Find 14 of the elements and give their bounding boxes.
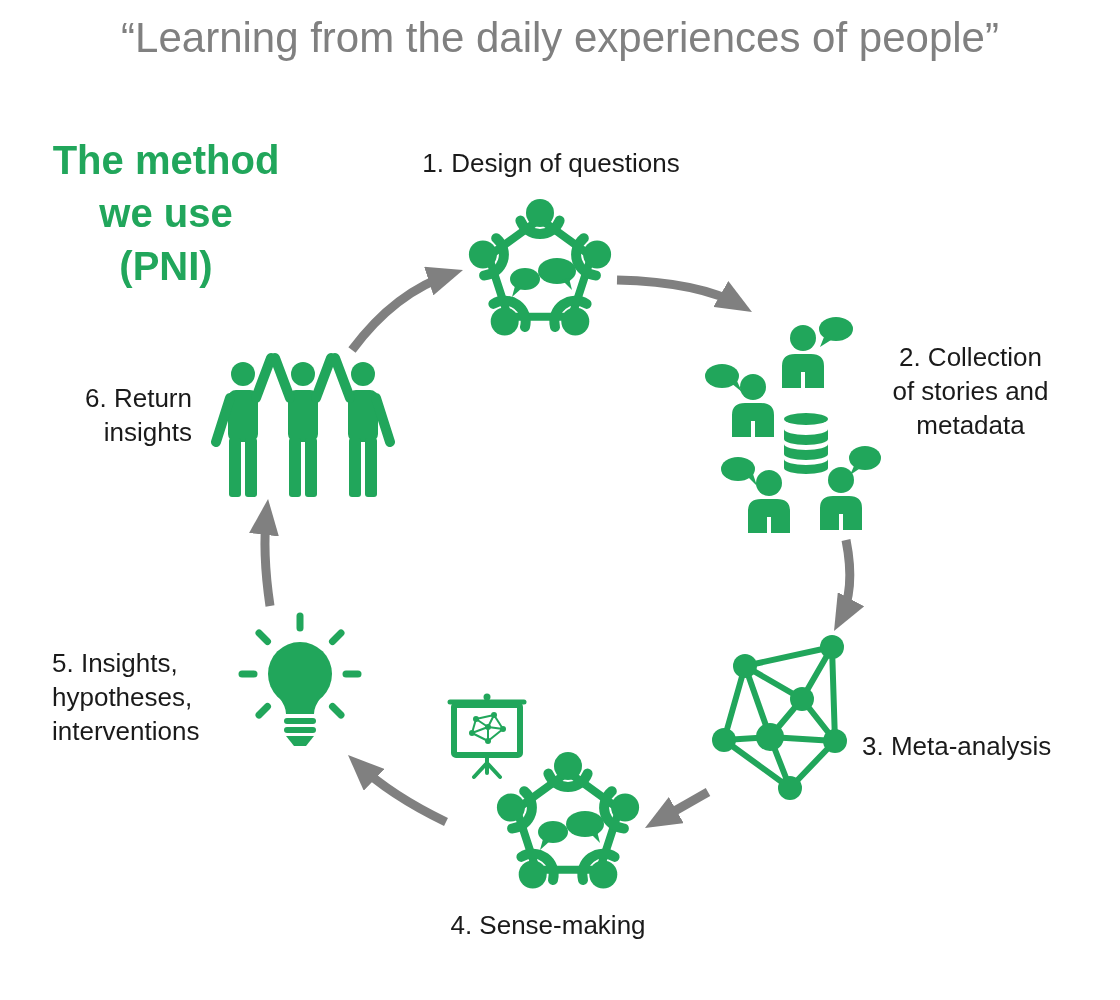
- curved-arrow: [616, 275, 753, 312]
- curved-arrow: [249, 498, 280, 607]
- diagram-title: “Learning from the daily experiences of people”: [121, 13, 999, 63]
- step-caption: 4. Sense-making: [450, 909, 646, 942]
- step-caption: 6. Return insights: [84, 382, 192, 449]
- step-caption: 5. Insights, hypotheses, interventions: [52, 647, 201, 748]
- curved-arrow: [348, 267, 463, 353]
- step-caption: 1. Design of questions: [422, 147, 680, 180]
- side-heading: The method we use (PNI): [51, 137, 281, 290]
- step-caption: 3. Meta-analysis: [862, 730, 1052, 763]
- curved-arrow: [644, 788, 711, 828]
- curved-arrow: [834, 539, 864, 632]
- step-caption: 2. Collection of stories and metadata: [891, 341, 1050, 442]
- curved-arrow: [347, 755, 448, 827]
